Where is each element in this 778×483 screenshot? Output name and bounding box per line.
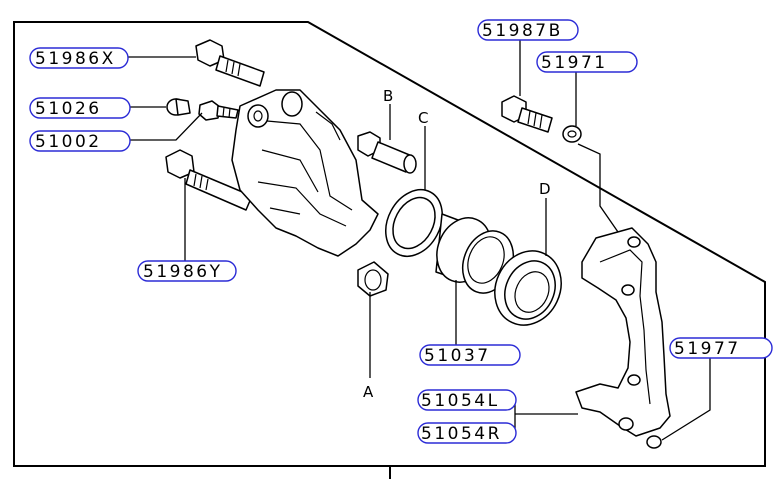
callout-51054l[interactable]: 51054L xyxy=(417,389,517,411)
boot-d xyxy=(494,250,562,326)
svg-text:51002: 51002 xyxy=(35,132,102,152)
callout-51986x[interactable]: 51986X xyxy=(29,47,129,69)
bleeder-51002 xyxy=(198,100,239,121)
callout-51002[interactable]: 51002 xyxy=(29,130,131,152)
callout-51026[interactable]: 51026 xyxy=(29,97,131,119)
svg-text:51054R: 51054R xyxy=(421,424,502,444)
svg-text:51026: 51026 xyxy=(35,99,102,119)
label-c: C xyxy=(418,109,428,127)
label-a: A xyxy=(363,383,374,401)
bolt-51986y xyxy=(165,149,253,211)
leader-51971-bracket xyxy=(577,143,619,233)
cap-51026 xyxy=(166,98,191,116)
leader-51054 xyxy=(514,400,578,433)
callout-51987b[interactable]: 51987B xyxy=(477,19,579,41)
svg-text:51987B: 51987B xyxy=(482,21,563,41)
callout-51986y[interactable]: 51986Y xyxy=(137,260,237,282)
cap-51977 xyxy=(646,435,662,449)
svg-text:51037: 51037 xyxy=(424,346,491,366)
seal-ring-c xyxy=(385,189,443,257)
label-b: B xyxy=(383,87,393,105)
callout-51977[interactable]: 51977 xyxy=(669,337,773,359)
callout-51971[interactable]: 51971 xyxy=(536,51,638,73)
bracket-51054 xyxy=(575,227,671,437)
label-d: D xyxy=(539,180,551,198)
bolt-51986x xyxy=(195,39,265,87)
svg-text:51054L: 51054L xyxy=(421,391,500,411)
callout-51037[interactable]: 51037 xyxy=(419,344,521,366)
piston-51037 xyxy=(435,213,515,294)
callout-51054r[interactable]: 51054R xyxy=(417,422,517,444)
svg-text:51986X: 51986X xyxy=(35,49,116,69)
svg-text:51971: 51971 xyxy=(541,53,608,73)
svg-text:51977: 51977 xyxy=(674,339,741,359)
leader-51002 xyxy=(130,112,203,141)
bolt-b xyxy=(357,131,417,174)
diagram-frame xyxy=(13,21,766,467)
bushing-a xyxy=(357,261,389,297)
bolt-51987b xyxy=(501,95,553,133)
svg-text:51986Y: 51986Y xyxy=(143,262,222,282)
washer-51971 xyxy=(562,125,582,143)
leader-51977 xyxy=(661,358,711,441)
caliper-body xyxy=(231,89,379,257)
